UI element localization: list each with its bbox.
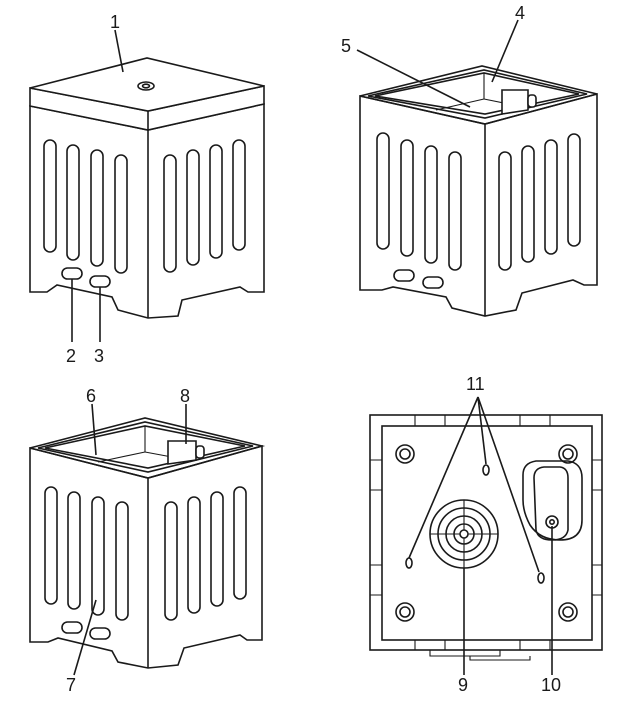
vent-slots-right	[164, 486, 247, 621]
housing-body	[29, 444, 263, 669]
callout-9: 9	[458, 675, 468, 695]
air-intake-grille	[429, 499, 499, 569]
ultrasonic-block	[501, 89, 537, 115]
power-button	[61, 621, 83, 634]
light-button	[89, 627, 111, 640]
vent-slots-left	[43, 139, 128, 274]
drain-holes	[405, 464, 545, 584]
callout-4: 4	[515, 3, 525, 23]
callout-labels: 1 2 3 4 5 6 7 8 9 10 11	[66, 3, 561, 695]
vent-slots-right	[498, 133, 581, 271]
vent-slots-right	[163, 139, 246, 273]
callout-8: 8	[180, 386, 190, 406]
callout-3: 3	[94, 346, 104, 366]
view-closed-device	[29, 29, 265, 342]
light-button	[422, 276, 444, 289]
lid	[29, 57, 265, 131]
screws	[395, 444, 578, 622]
callout-1: 1	[110, 12, 120, 32]
housing-body	[29, 103, 265, 319]
view-lid-removed	[356, 19, 598, 317]
housing-body	[359, 92, 598, 317]
callout-7: 7	[66, 675, 76, 695]
mist-outlet	[137, 81, 155, 91]
callout-5: 5	[341, 36, 351, 56]
power-button	[393, 269, 415, 282]
view-bottom	[369, 396, 603, 675]
vent-slots-left	[376, 132, 462, 271]
vent-slots-left	[44, 486, 129, 621]
view-water-tank	[29, 403, 266, 676]
callout-2: 2	[66, 346, 76, 366]
callout-10: 10	[541, 675, 561, 695]
max-fill-module	[167, 440, 205, 465]
callout-11: 11	[466, 374, 485, 394]
callout-6: 6	[86, 386, 96, 406]
